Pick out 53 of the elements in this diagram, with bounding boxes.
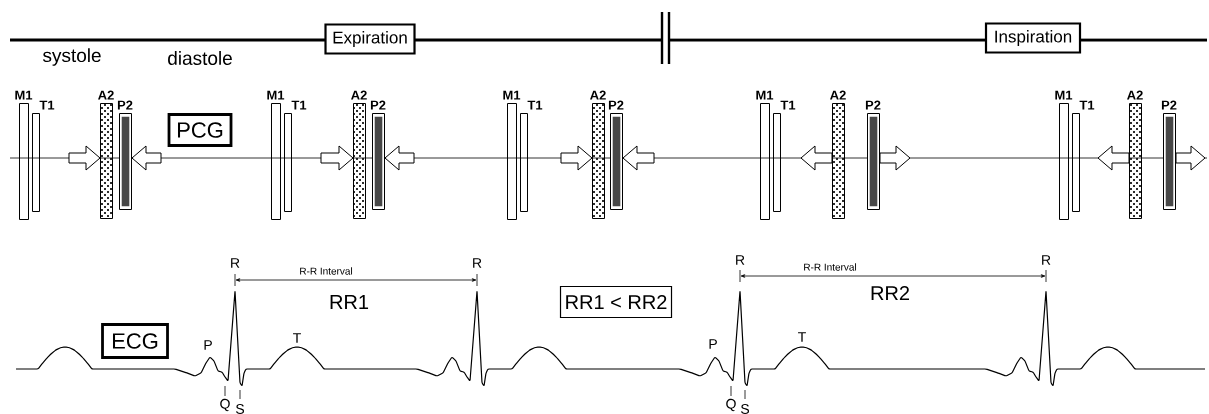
phase-label: systole [43,48,101,66]
bar-label: M1 [756,90,774,100]
bar-label: P2 [865,100,881,110]
wave-label: Q [726,398,736,412]
block-arrow [1175,145,1206,171]
interval-label: RR2 [871,286,909,300]
bar-label: M1 [503,90,521,100]
bar-label: M1 [1055,90,1073,100]
interval-label: RR1 [330,295,369,309]
label-box: Inspiration [984,22,1082,54]
block-arrow [800,145,833,171]
wave-label: P [204,340,212,350]
wave-label: T [293,333,301,343]
wave-label: R [1042,255,1051,265]
wave-label: T [798,332,806,342]
bar-label: T1 [291,100,307,110]
wave-label: R [231,258,240,268]
bar-label: M1 [15,90,33,100]
bar-label: T1 [39,100,55,110]
wave-label: S [235,404,245,414]
block-arrow [1097,145,1130,171]
wave-label: R [473,258,482,268]
bar-label: T1 [1079,100,1095,110]
bar-label: A2 [98,90,114,100]
block-arrow [384,145,415,171]
wave-label: P [709,339,717,349]
bar-label: A2 [830,90,846,100]
bar-label: A2 [590,90,606,100]
block-arrow [879,145,911,171]
bar-label: T1 [780,100,796,110]
label-box: PCG [167,113,233,147]
bar-label: P2 [370,100,386,110]
bar-label: P2 [117,100,133,110]
wave-label: S [740,404,750,414]
label-box: Expiration [324,23,416,55]
block-arrow [560,145,593,171]
interval-label: R-R Interval [300,267,352,275]
bar-label: M1 [267,90,285,100]
bar-label: A2 [1127,90,1143,100]
wave-label: R [736,255,745,265]
bar-label: P2 [608,100,624,110]
bar-label: A2 [351,90,367,100]
wave-label: Q [220,398,230,412]
block-arrow [131,145,162,171]
bar-label: T1 [527,100,543,110]
phase-label: diastole [168,51,232,65]
interval-label: R-R Interval [804,263,856,271]
label-box: ECG [101,323,169,359]
block-arrow [68,145,101,171]
block-arrow [320,145,354,171]
block-arrow [622,145,655,171]
bar-label: P2 [1161,100,1177,110]
label-box: RR1 < RR2 [559,285,673,319]
